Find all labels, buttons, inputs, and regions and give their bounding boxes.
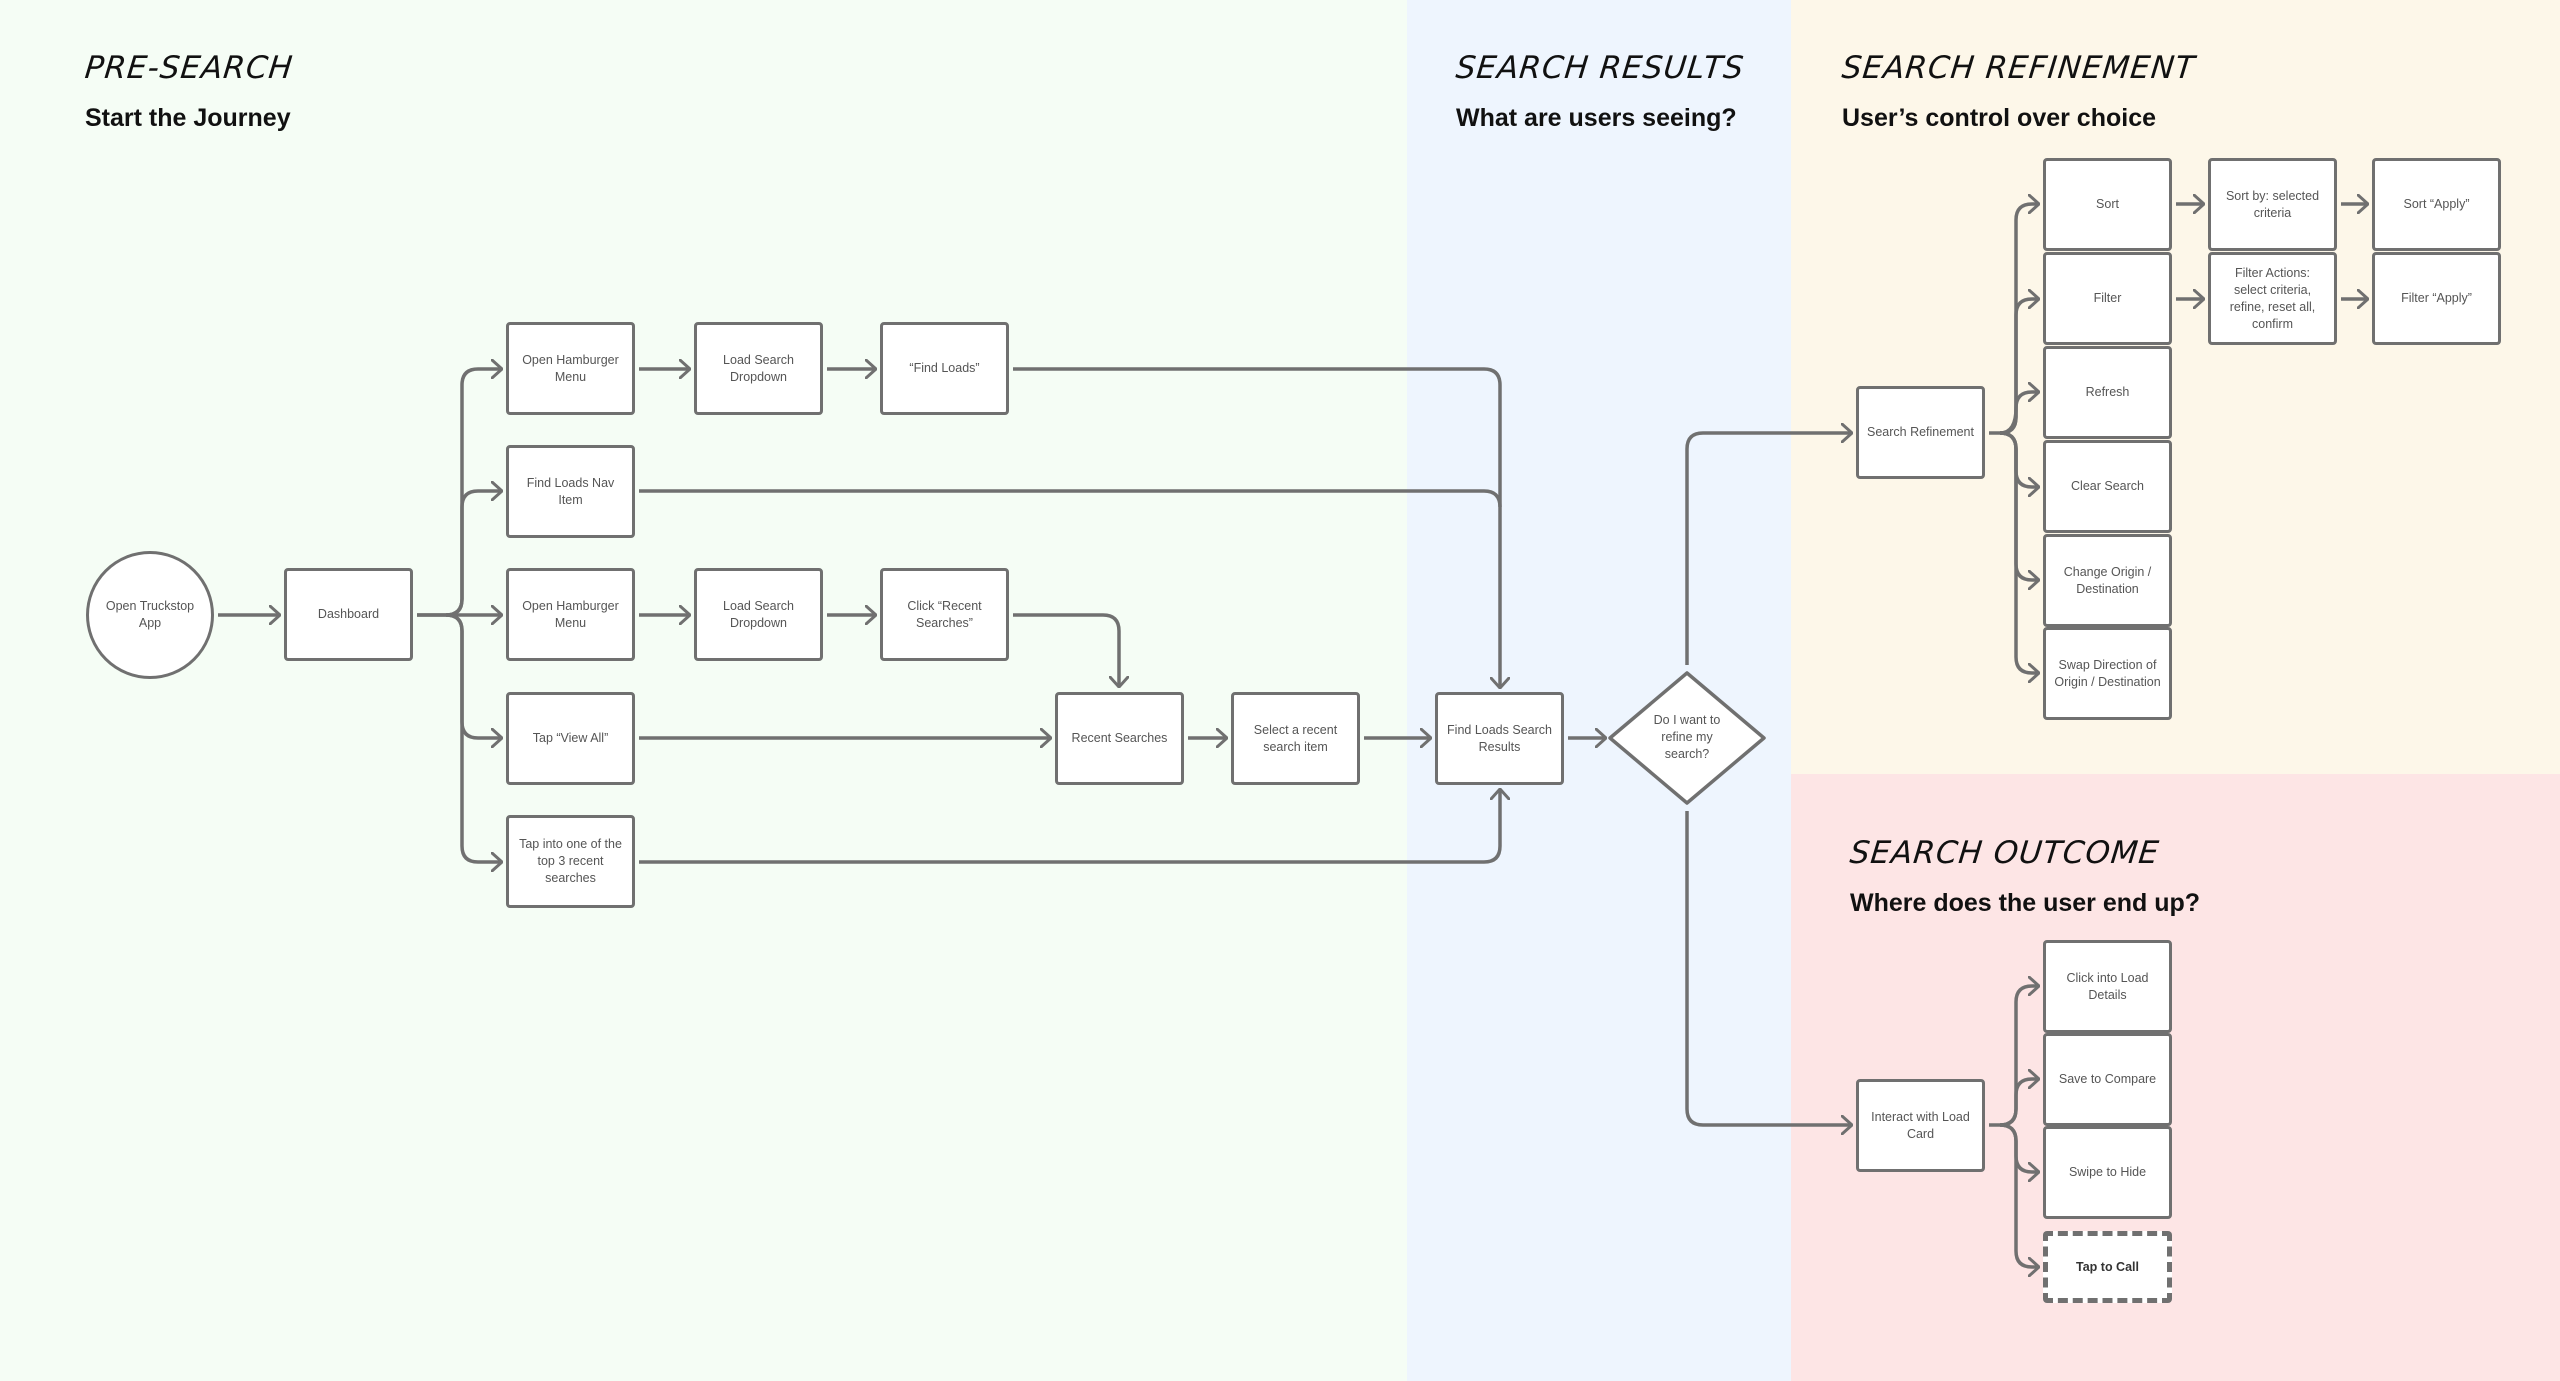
node-swap-direction[interactable]: Swap Direction of Origin / Destination	[2043, 627, 2172, 720]
node-open-menu-2[interactable]: Open Hamburger Menu	[506, 568, 635, 661]
pre-search-region	[0, 0, 1407, 1381]
pre-search-subtitle: Start the Journey	[85, 104, 291, 132]
search-results-subtitle: What are users seeing?	[1456, 104, 1737, 132]
node-recent-searches[interactable]: Recent Searches	[1055, 692, 1184, 785]
node-interact-card[interactable]: Interact with Load Card	[1856, 1079, 1985, 1172]
node-swipe-hide[interactable]: Swipe to Hide	[2043, 1126, 2172, 1219]
node-find-loads-nav[interactable]: Find Loads Nav Item	[506, 445, 635, 538]
node-select-recent[interactable]: Select a recent search item	[1231, 692, 1360, 785]
node-load-dropdown-1[interactable]: Load Search Dropdown	[694, 322, 823, 415]
node-sort-apply[interactable]: Sort “Apply”	[2372, 158, 2501, 251]
node-clear-search[interactable]: Clear Search	[2043, 440, 2172, 533]
node-find-loads-results[interactable]: Find Loads Search Results	[1435, 692, 1564, 785]
node-save-compare[interactable]: Save to Compare	[2043, 1033, 2172, 1126]
node-search-refinement[interactable]: Search Refinement	[1856, 386, 1985, 479]
node-filter-apply[interactable]: Filter “Apply”	[2372, 252, 2501, 345]
decision-shape	[1608, 671, 1766, 805]
node-sort[interactable]: Sort	[2043, 158, 2172, 251]
node-open-app[interactable]: Open Truckstop App	[86, 551, 214, 679]
search-outcome-subtitle: Where does the user end up?	[1850, 889, 2201, 917]
node-decision[interactable]: Do I want to refine my search?	[1653, 713, 1721, 761]
node-find-loads[interactable]: “Find Loads”	[880, 322, 1009, 415]
node-refresh[interactable]: Refresh	[2043, 346, 2172, 439]
node-sort-by[interactable]: Sort by: selected criteria	[2208, 158, 2337, 251]
search-outcome-region	[1791, 774, 2560, 1381]
node-tap-call[interactable]: Tap to Call	[2043, 1231, 2172, 1303]
node-filter[interactable]: Filter	[2043, 252, 2172, 345]
node-change-origin[interactable]: Change Origin / Destination	[2043, 534, 2172, 627]
node-filter-actions[interactable]: Filter Actions: select criteria, refine,…	[2208, 252, 2337, 345]
node-load-details[interactable]: Click into Load Details	[2043, 940, 2172, 1033]
node-open-menu-1[interactable]: Open Hamburger Menu	[506, 322, 635, 415]
node-tap-view-all[interactable]: Tap “View All”	[506, 692, 635, 785]
search-results-region	[1407, 0, 1791, 1381]
node-dashboard[interactable]: Dashboard	[284, 568, 413, 661]
node-tap-top3[interactable]: Tap into one of the top 3 recent searche…	[506, 815, 635, 908]
node-click-recent[interactable]: Click “Recent Searches”	[880, 568, 1009, 661]
search-refinement-subtitle: User’s control over choice	[1842, 104, 2157, 132]
node-load-dropdown-2[interactable]: Load Search Dropdown	[694, 568, 823, 661]
